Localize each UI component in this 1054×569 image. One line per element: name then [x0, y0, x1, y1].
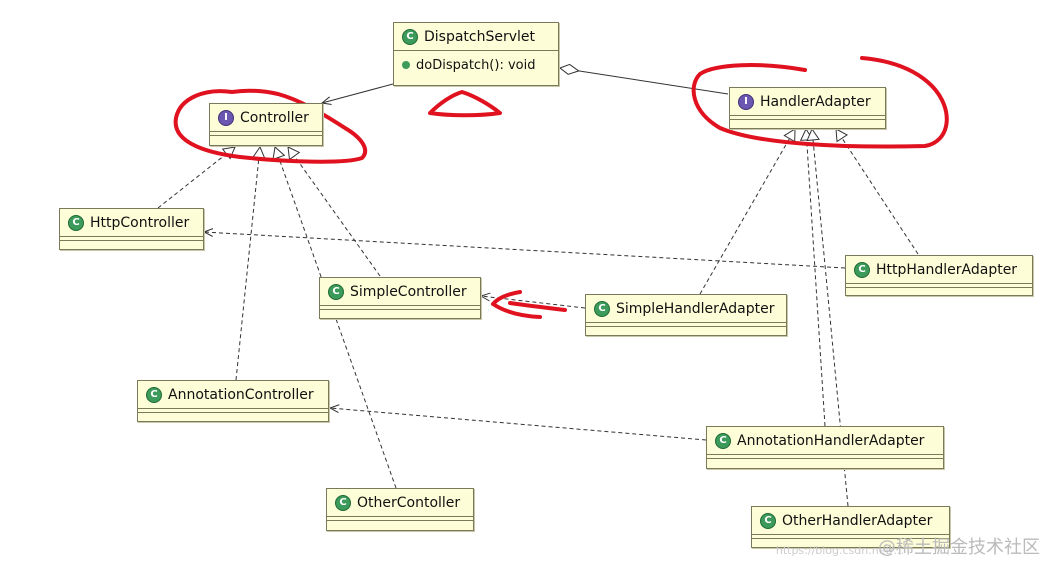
dispatch-servlet-class[interactable]: C DispatchServlet doDispatch(): void	[393, 22, 559, 86]
interface-icon: I	[738, 93, 754, 110]
other-handler-adapter-class[interactable]: C OtherHandlerAdapter	[751, 506, 950, 548]
class-name: HttpHandlerAdapter	[876, 261, 1018, 278]
class-name: AnnotationController	[168, 386, 314, 403]
annotation-controller-realization	[235, 145, 266, 381]
simple-handler-adapter-class[interactable]: C SimpleHandlerAdapter	[585, 294, 787, 336]
servlet-adapter-aggregation	[560, 68, 729, 95]
annotation-adapter-realization	[799, 127, 826, 427]
class-icon: C	[854, 261, 870, 278]
http-controller-realization	[157, 146, 236, 209]
class-icon: C	[715, 432, 731, 449]
class-name: DispatchServlet	[424, 28, 536, 45]
annotation-handler-adapter-class[interactable]: C AnnotationHandlerAdapter	[706, 426, 944, 469]
class-icon: C	[594, 300, 610, 317]
simple-controller-class[interactable]: C SimpleController	[319, 277, 481, 319]
class-icon: C	[760, 512, 776, 529]
simple-controller-realization	[287, 146, 381, 277]
site-watermark: @稀土掘金技术社区	[878, 537, 1040, 558]
class-icon: C	[68, 214, 84, 231]
interface-name: Controller	[240, 109, 309, 126]
http-adapter-dependency	[204, 232, 846, 269]
controller-interface[interactable]: I Controller	[209, 103, 323, 146]
simple-adapter-realization	[699, 128, 796, 295]
method-signature: doDispatch(): void	[416, 57, 536, 73]
other-controller-realization	[272, 146, 397, 489]
handler-adapter-interface[interactable]: I HandlerAdapter	[729, 87, 886, 129]
class-name: SimpleHandlerAdapter	[616, 300, 775, 317]
simple-adapter-highlight-arrow	[491, 290, 567, 319]
do-dispatch-highlight-triangle	[428, 90, 502, 118]
http-adapter-realization	[835, 128, 919, 255]
annotation-adapter-dependency	[330, 408, 707, 441]
class-icon: C	[146, 386, 162, 403]
faint-url-watermark: https://blog.csdn.net/...	[775, 544, 904, 557]
controller-highlight-circle	[173, 88, 368, 164]
public-method-icon	[402, 61, 410, 69]
handler-adapter-highlight-circle	[691, 56, 949, 149]
http-controller-class[interactable]: C HttpController	[59, 208, 204, 250]
class-icon: C	[328, 283, 344, 300]
class-name: OtherHandlerAdapter	[782, 512, 933, 529]
class-name: OtherContoller	[357, 494, 461, 511]
http-handler-adapter-class[interactable]: C HttpHandlerAdapter	[845, 255, 1033, 296]
class-name: SimpleController	[350, 283, 467, 300]
class-icon: C	[402, 28, 418, 45]
annotation-controller-class[interactable]: C AnnotationController	[137, 380, 329, 422]
other-controller-class[interactable]: C OtherContoller	[326, 488, 474, 531]
class-icon: C	[335, 494, 351, 511]
class-name: HttpController	[90, 214, 190, 231]
interface-name: HandlerAdapter	[760, 93, 871, 110]
class-name: AnnotationHandlerAdapter	[737, 432, 925, 449]
servlet-controller-association	[322, 83, 394, 103]
interface-icon: I	[218, 109, 234, 126]
